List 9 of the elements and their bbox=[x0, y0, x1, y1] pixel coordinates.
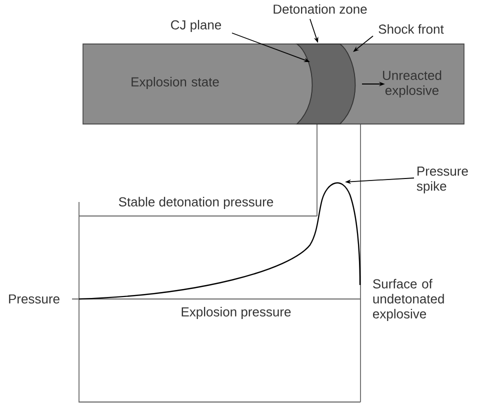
annotation-label: Surface of undetonated explosive bbox=[373, 278, 444, 322]
callout-label: CJ plane bbox=[171, 20, 222, 32]
pressure-label: Explosion pressure bbox=[182, 306, 291, 320]
pressure-label: Stable detonation pressure bbox=[118, 196, 274, 210]
detonation-zone bbox=[296, 44, 356, 124]
callout-label: Shock front bbox=[378, 24, 444, 34]
callout-label: Detonation zone bbox=[274, 4, 367, 14]
callout-label: Pressure spike bbox=[416, 166, 468, 194]
axis-label: Pressure bbox=[9, 294, 60, 304]
